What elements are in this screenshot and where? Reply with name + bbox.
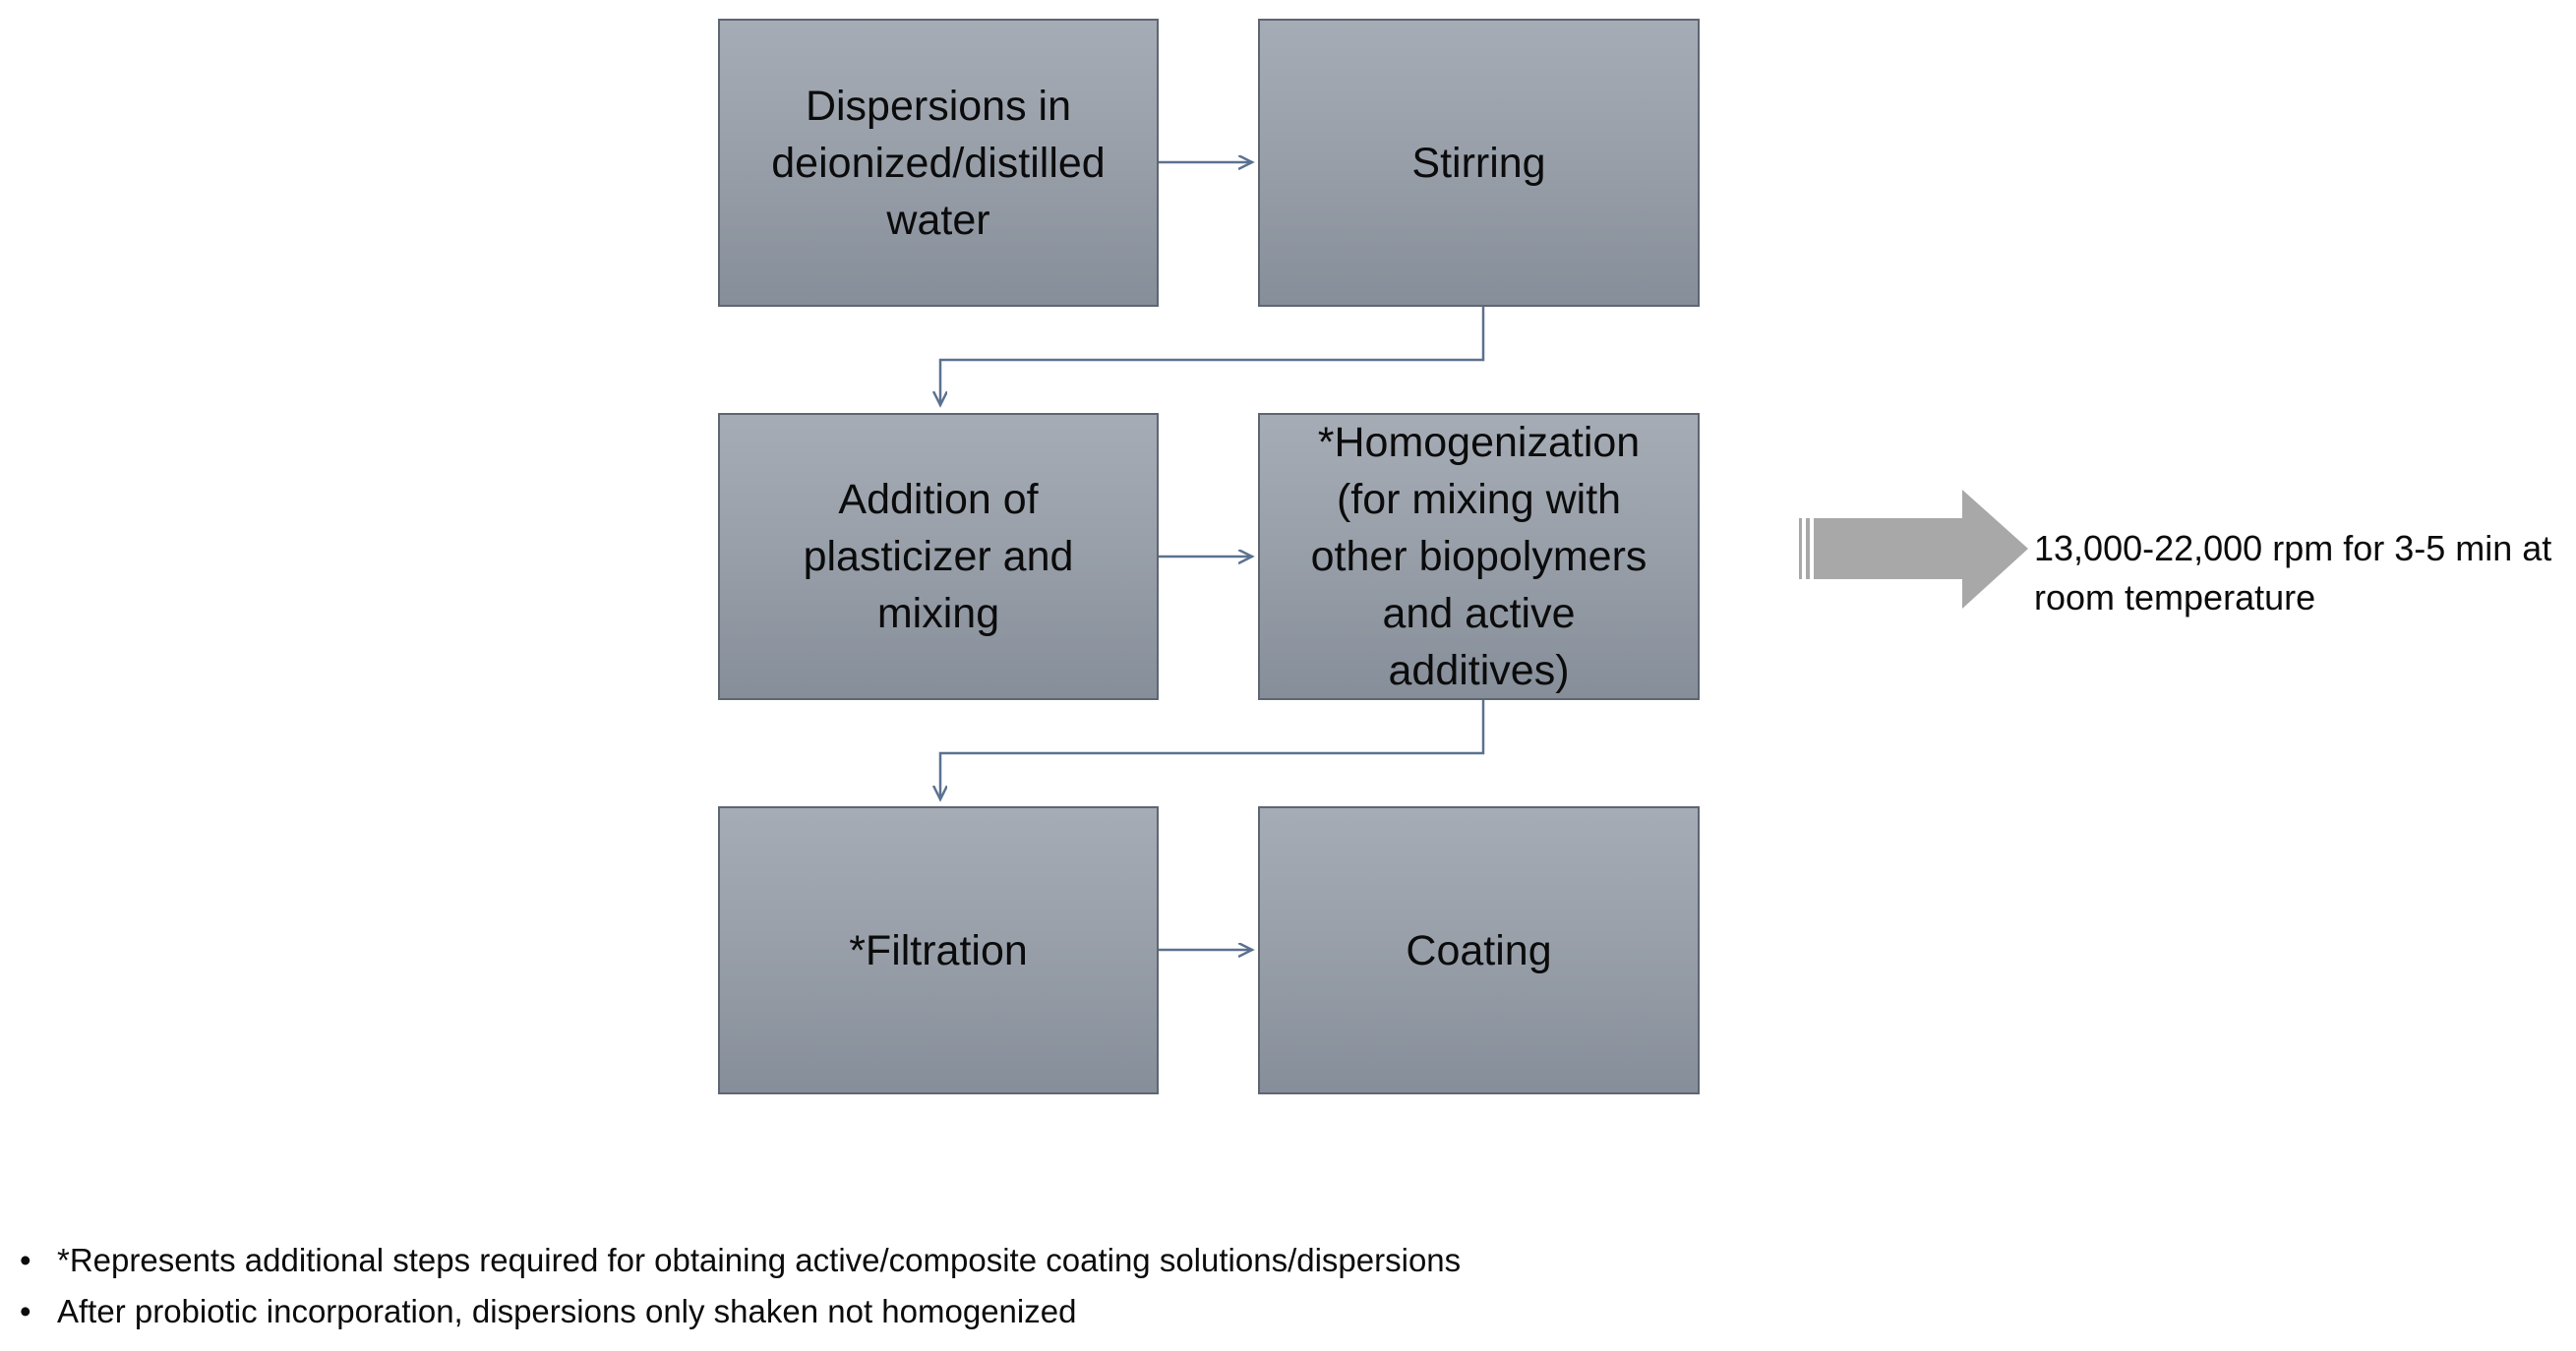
box-stirring-label: Stirring: [1411, 139, 1546, 187]
box-stirring: Stirring: [1258, 19, 1700, 307]
connector-homogenization-to-filtration: [940, 699, 1485, 799]
box-addition-label: Addition of plasticizer and mixing: [803, 476, 1074, 637]
block-arrow-icon: [1799, 490, 2028, 609]
box-coating: Coating: [1258, 806, 1700, 1094]
box-filtration-label: *Filtration: [849, 926, 1028, 974]
box-coating-label: Coating: [1406, 926, 1552, 974]
footnotes-list: *Represents additional steps required fo…: [20, 1235, 1461, 1337]
box-dispersions: Dispersions in deionized/distilled water: [718, 19, 1159, 307]
box-homogenization-label: *Homogenization (for mixing with other b…: [1310, 419, 1647, 694]
box-filtration: *Filtration: [718, 806, 1159, 1094]
footnote-item: After probiotic incorporation, dispersio…: [20, 1286, 1461, 1337]
box-addition: Addition of plasticizer and mixing: [718, 413, 1159, 700]
side-note: 13,000-22,000 rpm for 3-5 min at room te…: [2034, 528, 2552, 617]
box-dispersions-label: Dispersions in deionized/distilled water: [771, 82, 1106, 244]
box-homogenization: *Homogenization (for mixing with other b…: [1258, 413, 1700, 700]
footnote-item: *Represents additional steps required fo…: [20, 1235, 1461, 1286]
connector-stirring-to-addition: [940, 306, 1485, 405]
